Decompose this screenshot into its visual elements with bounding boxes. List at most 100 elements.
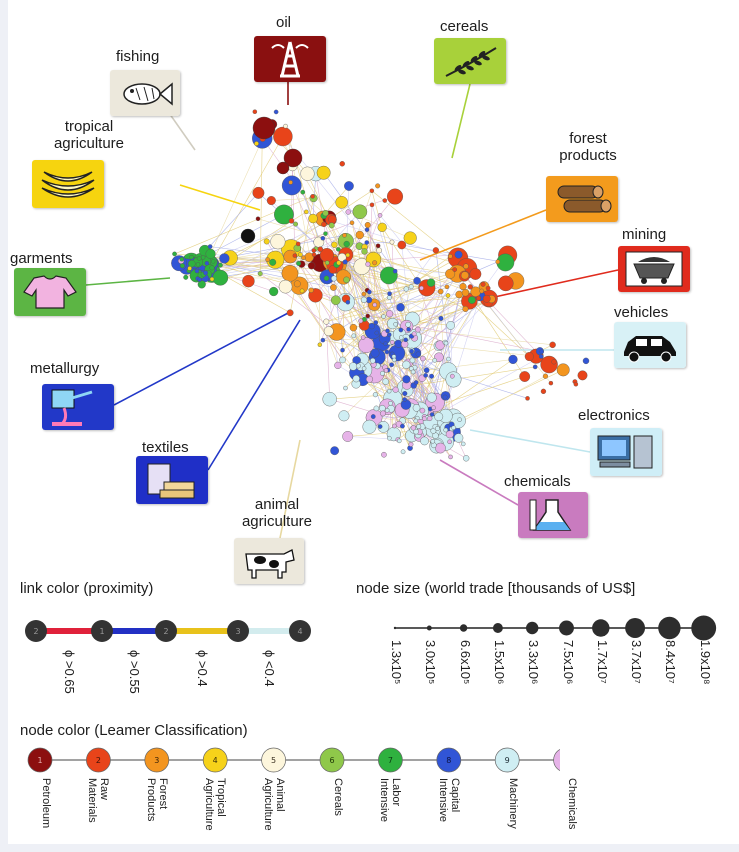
network-node [429, 412, 435, 417]
network-node [392, 357, 397, 363]
network-edge [271, 197, 314, 201]
network-node [388, 400, 393, 406]
network-edge [409, 295, 449, 411]
network-node [323, 231, 328, 236]
size-legend-node [393, 626, 397, 630]
network-node [482, 294, 491, 303]
category-label-mining: mining [622, 226, 667, 243]
network-node [339, 161, 345, 167]
network-node [394, 339, 403, 348]
cow-icon [234, 538, 304, 584]
network-edge [298, 263, 359, 367]
network-node [480, 281, 486, 287]
network-node [366, 375, 373, 383]
network-node [345, 252, 350, 258]
network-node [377, 213, 383, 218]
network-node [343, 385, 348, 391]
network-node [392, 386, 399, 393]
network-node [448, 254, 453, 259]
network-edge [174, 196, 313, 255]
size-legend-value: 3.7x10⁷ [629, 640, 645, 684]
network-node [460, 271, 469, 280]
network-edge [438, 290, 482, 429]
network-node [410, 425, 417, 431]
network-node [398, 327, 404, 333]
network-node [255, 216, 261, 221]
fish-icon [110, 70, 180, 116]
network-node [508, 354, 518, 364]
network-node [402, 360, 411, 369]
network-node [352, 204, 368, 220]
leamer-class-number: 8 [446, 756, 451, 765]
leamer-class-label: Raw Materials [86, 778, 111, 823]
proximity-node [91, 620, 113, 642]
network-node [365, 261, 371, 267]
network-node [438, 315, 444, 321]
network-node [212, 269, 229, 286]
network-node [370, 348, 380, 358]
proximity-node-number: 3 [235, 627, 240, 636]
network-edge [326, 295, 449, 322]
network-edge [391, 364, 414, 373]
leamer-class-swatch [494, 747, 520, 773]
network-node [200, 255, 206, 260]
network-node [196, 256, 202, 261]
network-node [308, 287, 314, 293]
network-node [408, 441, 414, 447]
network-edge [359, 234, 467, 267]
category-label-fishing: fishing [116, 48, 160, 65]
network-node [240, 228, 256, 244]
network-node [283, 249, 298, 264]
network-node [381, 451, 387, 458]
network-node [451, 425, 456, 430]
network-node [210, 259, 216, 264]
network-node [412, 404, 421, 412]
leamer-class-swatch [261, 747, 286, 773]
network-node [293, 221, 299, 227]
category-pointer-line [469, 429, 591, 453]
network-edge [415, 275, 465, 354]
network-node [420, 355, 426, 362]
network-node [426, 278, 436, 287]
network-node [316, 165, 331, 180]
network-node [377, 424, 383, 429]
network-node [400, 449, 406, 455]
network-node [542, 373, 549, 379]
network-node [389, 362, 394, 368]
proximity-node-number: 2 [33, 627, 38, 636]
network-node [392, 268, 398, 274]
size-legend-value: 6.6x10⁵ [457, 640, 473, 685]
network-node [342, 259, 348, 265]
network-node [463, 455, 470, 462]
size-legend-node [492, 623, 503, 633]
network-node [219, 253, 230, 264]
size-legend-value: 3.3x10⁶ [526, 640, 542, 685]
network-edge [438, 345, 537, 357]
network-node [405, 321, 411, 328]
proximity-threshold-label: ϕ <0.4 [262, 650, 277, 687]
network-node [310, 194, 315, 199]
size-legend-value: 3.0x10⁵ [423, 640, 439, 685]
network-node [556, 363, 570, 377]
network-node [390, 340, 395, 345]
network-node [403, 286, 409, 292]
network-node [420, 436, 429, 446]
network-node [399, 335, 404, 340]
network-edge [303, 257, 354, 328]
network-node [324, 260, 330, 266]
network-node [386, 388, 392, 394]
network-node [479, 288, 485, 294]
leamer-class-swatch [319, 747, 345, 773]
leamer-class-number: 5 [271, 756, 276, 765]
network-node [392, 423, 397, 429]
network-node [194, 268, 200, 274]
network-edge [381, 227, 418, 281]
network-edge [322, 218, 451, 257]
network-node [442, 394, 448, 400]
network-node [360, 335, 366, 340]
network-node [252, 109, 258, 114]
network-node [207, 244, 213, 249]
network-node [459, 282, 467, 291]
network-node [336, 247, 341, 252]
